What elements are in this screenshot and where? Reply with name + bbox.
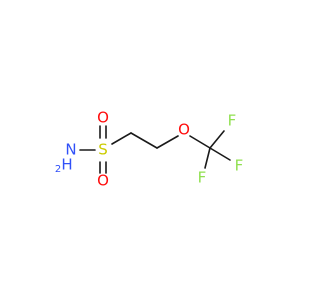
atom-nitrogen: N bbox=[65, 141, 76, 159]
bond-c2-o bbox=[156, 135, 179, 149]
atom-labels: S O O N H 2 O F F F bbox=[55, 109, 244, 190]
molecule-structure: S O O N H 2 O F F F bbox=[55, 109, 244, 190]
atom-sulfur: S bbox=[98, 141, 108, 159]
bond-c1-c2 bbox=[130, 132, 158, 149]
bonds bbox=[79, 125, 231, 174]
atom-amine-h-count: 2 bbox=[55, 164, 61, 175]
bond-s-c1 bbox=[111, 132, 132, 145]
atom-oxygen-bottom: O bbox=[97, 172, 109, 190]
atom-fluorine-right: F bbox=[235, 157, 244, 175]
atom-fluorine-left: F bbox=[198, 169, 207, 187]
bond-c3-f-top bbox=[209, 130, 225, 149]
bond-c3-f-left bbox=[204, 147, 211, 169]
atom-oxygen-top: O bbox=[97, 109, 109, 127]
bond-o-c3 bbox=[189, 135, 211, 149]
atom-amine-hydrogen: H bbox=[61, 156, 72, 174]
molecule-canvas: S O O N H 2 O F F F bbox=[55, 109, 244, 190]
bond-c3-f-right bbox=[209, 147, 231, 161]
atom-ether-oxygen: O bbox=[178, 121, 190, 139]
atom-fluorine-top: F bbox=[228, 112, 237, 130]
